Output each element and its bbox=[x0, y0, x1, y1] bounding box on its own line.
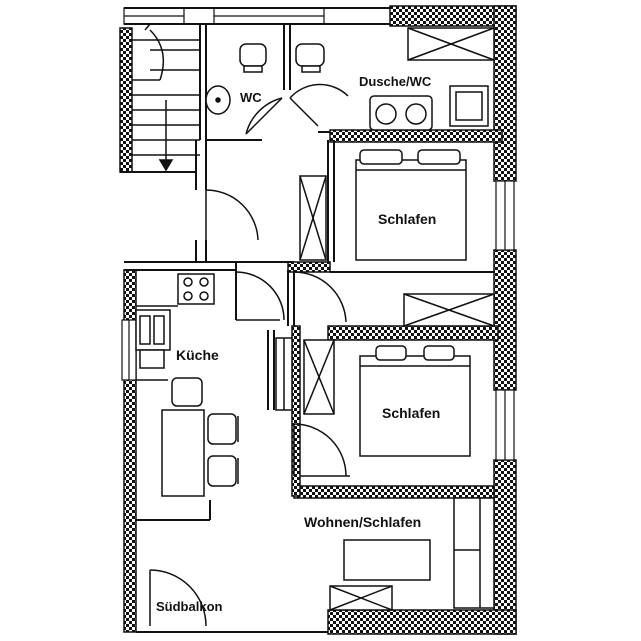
beds bbox=[355, 149, 471, 457]
windows bbox=[121, 7, 515, 461]
staircase bbox=[132, 23, 200, 172]
room-label-suedbalkon: Südbalkon bbox=[156, 599, 223, 614]
room-label-wohnen-schlafen: Wohnen/Schlafen bbox=[304, 514, 421, 530]
interior-walls bbox=[120, 7, 494, 633]
room-label-kueche: Küche bbox=[176, 347, 219, 363]
exterior-walls bbox=[119, 5, 517, 635]
living-furniture bbox=[343, 497, 495, 609]
room-label-dusche-wc: Dusche/WC bbox=[359, 74, 432, 89]
bathroom-fixtures bbox=[205, 43, 489, 131]
doors bbox=[149, 83, 350, 627]
room-label-schlafen-top: Schlafen bbox=[378, 211, 436, 227]
room-label-wc: WC bbox=[240, 90, 262, 105]
wardrobes bbox=[275, 27, 495, 611]
room-label-schlafen-mid: Schlafen bbox=[382, 405, 440, 421]
kitchen-fixtures bbox=[135, 273, 239, 497]
